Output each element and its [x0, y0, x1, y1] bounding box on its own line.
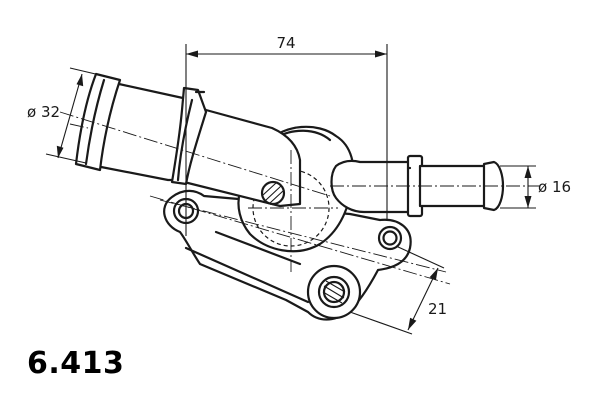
- right-mount-boss: [377, 225, 403, 251]
- dimension-inlet-diameter: ø 32: [27, 67, 105, 164]
- dimension-center-distance: 74: [185, 34, 388, 236]
- dimension-label-mount-spacing: 21: [428, 300, 447, 318]
- dimension-outlet-diameter: ø 16: [500, 165, 571, 209]
- dimension-label-center-distance: 74: [276, 34, 295, 52]
- inlet-pipe: [74, 72, 302, 208]
- center-lines: [59, 111, 540, 285]
- dimension-mount-spacing: 21: [349, 245, 447, 335]
- part-number: 6.413: [27, 346, 125, 381]
- dimension-label-outlet-diameter: ø 16: [538, 178, 571, 196]
- dimension-label-inlet-diameter: ø 32: [27, 103, 60, 121]
- threaded-port: [306, 264, 362, 320]
- bleed-screw: [260, 180, 286, 206]
